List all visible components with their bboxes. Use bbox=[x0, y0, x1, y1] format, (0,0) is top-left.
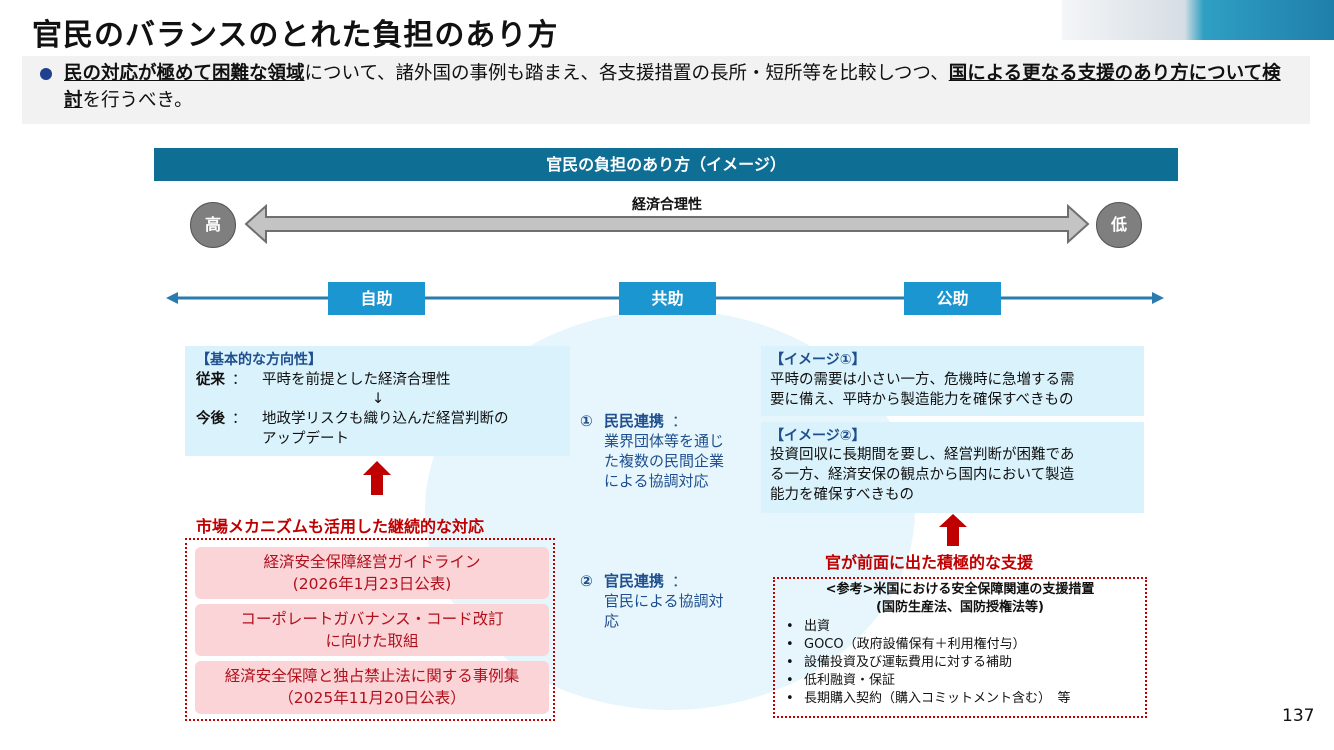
guideline-date: (2026年1月23日公表) bbox=[292, 575, 452, 593]
item1-body-line2: た複数の民間企業 bbox=[604, 452, 725, 470]
antitrust-casebook-item: 経済安全保障と独占禁止法に関する事例集 （2025年11月20日公表） bbox=[195, 661, 549, 714]
antitrust-casebook-title: 経済安全保障と独占禁止法に関する事例集 bbox=[224, 667, 520, 685]
up-arrow-icon bbox=[939, 514, 967, 546]
reference-title-line2: (国防生産法、国防授権法等) bbox=[876, 600, 1044, 615]
page-number: 137 bbox=[1282, 706, 1315, 726]
low-circle: 低 bbox=[1096, 202, 1142, 248]
reference-title: <参考>米国における安全保障関連の支援措置 (国防生産法、国防授権法等) bbox=[773, 581, 1147, 617]
guideline-item: 経済安全保障経営ガイドライン (2026年1月23日公表) bbox=[195, 547, 549, 599]
item1-body-line1: 業界団体等を通じ bbox=[604, 432, 725, 450]
after-text-line2: アップデート bbox=[262, 431, 349, 447]
image2-line1: 投資回収に長期間を要し、経営判断が困難であ bbox=[770, 447, 1075, 463]
summary-text: 民の対応が極めて困難な領域について、諸外国の事例も踏まえ、各支援措置の長所・短所… bbox=[64, 60, 1294, 114]
label-self-help: 自助 bbox=[328, 282, 425, 315]
axis-label: 経済合理性 bbox=[632, 197, 702, 213]
item1-title: 民民連携 bbox=[604, 412, 665, 430]
double-arrow-icon bbox=[244, 204, 1090, 244]
us-reference-box bbox=[773, 577, 1147, 718]
market-mechanism-heading: 市場メカニズムも活用した継続的な対応 bbox=[196, 517, 485, 536]
summary-emphasis-1: 民の対応が極めて困難な領域 bbox=[64, 63, 305, 84]
continuous-response-box bbox=[185, 538, 555, 721]
corner-decoration bbox=[1062, 0, 1334, 40]
image1-box bbox=[761, 346, 1144, 416]
reference-title-line1: <参考>米国における安全保障関連の支援措置 bbox=[825, 582, 1095, 597]
high-circle: 高 bbox=[190, 202, 236, 248]
active-support-heading: 官が前面に出た積極的な支援 bbox=[825, 553, 1034, 572]
reference-item: 出資 bbox=[776, 618, 1142, 636]
image1-line2: 要に備え、平時から製造能力を確保すべきもの bbox=[770, 392, 1074, 408]
after-text-line1: 地政学リスクも織り込んだ経営判断の bbox=[262, 411, 509, 427]
after-sep: ： bbox=[232, 411, 247, 427]
guideline-title: 経済安全保障経営ガイドライン bbox=[263, 553, 481, 571]
up-arrow-icon bbox=[363, 461, 391, 495]
after-key: 今後 bbox=[196, 411, 225, 427]
reference-item: 低利融資・保証 bbox=[776, 672, 1142, 690]
image1-heading: 【イメージ①】 bbox=[770, 352, 866, 368]
bullet-icon bbox=[40, 68, 52, 80]
diagram-title-band: 官民の負担のあり方（イメージ） bbox=[154, 148, 1178, 181]
page-title: 官民のバランスのとれた負担のあり方 bbox=[32, 18, 559, 53]
item1-number: ① bbox=[580, 412, 593, 430]
reference-item: 長期購入契約（購入コミットメント含む） 等 bbox=[776, 690, 1142, 708]
summary-emphasis-2: 国による更なる支援のあり方について検討 bbox=[64, 63, 1281, 111]
governance-code-title: コーポレートガバナンス・コード改訂 bbox=[240, 610, 504, 628]
item2-title: 官民連携 bbox=[604, 572, 665, 590]
before-text: 平時を前提とした経済合理性 bbox=[262, 372, 451, 388]
item2-body-line1: 官民による協調対 bbox=[604, 592, 724, 610]
before-sep: ： bbox=[232, 372, 247, 388]
image2-line2: る一方、経済安保の観点から国内において製造 bbox=[770, 467, 1075, 483]
basic-direction-box bbox=[185, 346, 570, 456]
image2-heading: 【イメージ②】 bbox=[770, 428, 866, 444]
antitrust-casebook-date: （2025年11月20日公表） bbox=[278, 689, 466, 707]
summary-box bbox=[22, 56, 1310, 124]
down-arrow-icon: ↓ bbox=[372, 391, 385, 407]
basic-direction-heading: 【基本的な方向性】 bbox=[196, 352, 322, 368]
item2-body-line2: 応 bbox=[604, 612, 620, 630]
image2-box bbox=[761, 422, 1144, 513]
governance-code-sub: に向けた取組 bbox=[325, 632, 419, 650]
reference-item: GOCO（政府設備保有＋利用権付与） bbox=[776, 636, 1142, 654]
reference-item: 設備投資及び運転費用に対する補助 bbox=[776, 654, 1142, 672]
label-mutual-help: 共助 bbox=[619, 282, 716, 315]
item2-number: ② bbox=[580, 572, 593, 590]
before-key: 従来 bbox=[196, 372, 225, 388]
summary-body-2: を行うべき。 bbox=[82, 90, 193, 111]
reference-list: 出資 GOCO（政府設備保有＋利用権付与） 設備投資及び運転費用に対する補助 低… bbox=[776, 618, 1142, 708]
item1-colon: ： bbox=[672, 412, 688, 430]
image2-line3: 能力を確保すべきもの bbox=[770, 487, 914, 503]
summary-body-1: について、諸外国の事例も踏まえ、各支援措置の長所・短所等を比較しつつ、 bbox=[304, 63, 949, 84]
item1-body-line3: による協調対応 bbox=[604, 472, 709, 490]
governance-code-item: コーポレートガバナンス・コード改訂 に向けた取組 bbox=[195, 604, 549, 656]
item2-colon: ： bbox=[672, 572, 688, 590]
label-public-help: 公助 bbox=[904, 282, 1001, 315]
image1-line1: 平時の需要は小さい一方、危機時に急増する需 bbox=[770, 372, 1075, 388]
